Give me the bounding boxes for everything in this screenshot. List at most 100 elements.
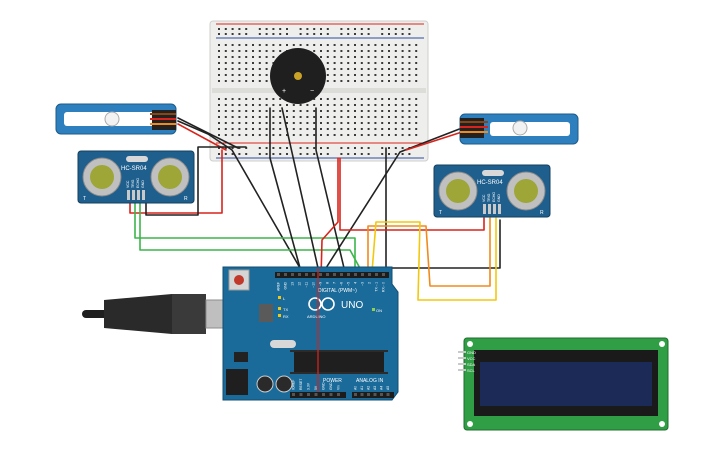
breadboard-hole [388,98,390,100]
power-pin-hole[interactable] [322,393,325,396]
power-pin-hole[interactable] [307,393,310,396]
breadboard-hole [265,44,268,46]
digital-pin-hole[interactable] [375,273,378,276]
breadboard-hole [326,98,329,100]
breadboard-hole [354,80,356,82]
breadboard-hole [272,122,275,124]
digital-pin-label: ~6 [340,282,344,286]
digital-pin-hole[interactable] [291,273,294,276]
breadboard-hole [381,80,384,82]
breadboard-rail-hole [265,147,268,149]
breadboard-rail-hole [272,33,275,35]
breadboard-hole [258,104,261,106]
sensor-left-model-label: HC-SR04 [121,166,147,172]
breadboard-hole [258,116,261,118]
breadboard-rail-hole [279,153,282,155]
power-pin-hole[interactable] [314,393,318,396]
digital-pin-hole[interactable] [382,273,385,276]
breadboard-hole [265,68,268,70]
sensor-pin-label: VCC [482,194,486,202]
analog-pin-hole[interactable] [386,393,390,396]
breadboard-rail-hole [320,147,322,149]
analog-pin-hole[interactable] [380,393,383,396]
breadboard-hole [286,110,288,112]
breadboard-hole [367,44,370,46]
breadboard-hole [286,116,288,118]
digital-pin-hole[interactable] [333,273,336,276]
analog-pin-hole[interactable] [367,393,370,396]
digital-pin-hole[interactable] [361,273,364,276]
wire-black-right-sensor-gnd [385,147,501,269]
breadboard-hole [320,110,322,112]
sensor-left-corner-r: R [184,196,188,202]
breadboard-hole [218,122,220,124]
digital-pin-hole[interactable] [326,273,329,276]
power-header [290,392,346,398]
breadboard-hole [313,128,316,130]
breadboard-rail-hole [286,147,288,149]
digital-pin-hole[interactable] [354,273,357,276]
wire-orange-right-trig [367,217,491,287]
breadboard-hole [224,74,227,76]
sensor-left-mesh-r [158,165,182,189]
breadboard-hole [313,122,316,124]
power-pin-hole[interactable] [292,393,295,396]
digital-pin-hole[interactable] [284,273,287,276]
breadboard-rail-hole [326,153,329,155]
breadboard-hole [306,134,309,136]
breadboard-hole [340,56,343,58]
lcd-pin [458,369,466,371]
digital-pin-hole[interactable] [368,273,371,276]
power-pin-hole[interactable] [329,393,333,396]
reset-button-cap[interactable] [234,275,244,285]
breadboard-hole [354,50,356,52]
breadboard-hole [279,44,282,46]
power-pin-holes [292,393,340,396]
lcd-pin [458,357,466,359]
breadboard-rail-hole [347,28,350,30]
digital-pin-label: ~3 [361,282,365,286]
digital-pin-hole[interactable] [319,273,322,276]
digital-pin-hole[interactable] [347,273,350,276]
breadboard-hole [333,122,336,124]
power-pin-hole[interactable] [299,393,303,396]
breadboard-rail-hole [394,33,397,35]
servo-left-hub [104,111,120,127]
breadboard-hole [388,116,390,118]
digital-pin-label: TX→1 [375,282,379,292]
breadboard-rail-hole [408,153,411,155]
breadboard-rail-hole [286,153,288,155]
usb-plug-grip [172,294,206,334]
digital-pin-hole[interactable] [340,273,343,276]
sensor-pin-label: GND [497,194,501,202]
analog-pin-hole[interactable] [373,393,377,396]
breadboard-rail-hole [388,33,390,35]
breadboard-hole [367,80,370,82]
digital-pin-hole[interactable] [277,273,280,276]
arduino-brand-label: ARDUINO [307,314,325,319]
breadboard-hole [401,74,404,76]
breadboard-hole [360,116,363,118]
breadboard-hole [252,56,254,58]
power-pin-hole[interactable] [337,393,340,396]
breadboard-rail-hole [279,28,282,30]
breadboard-hole [333,104,336,106]
breadboard-hole [408,74,411,76]
analog-pin-hole[interactable] [360,393,364,396]
digital-pin-hole[interactable] [305,273,308,276]
breadboard-rail-hole [306,33,309,35]
tx-led [278,307,281,310]
breadboard-hole [360,104,363,106]
breadboard-hole [313,104,316,106]
analog-pin-hole[interactable] [354,393,357,396]
digital-pin-hole[interactable] [298,273,301,276]
breadboard-rail-hole [367,153,370,155]
breadboard-hole [306,116,309,118]
breadboard-hole [408,44,411,46]
breadboard-hole [415,134,418,136]
digital-pin-label: RX←0 [382,282,386,292]
digital-pin-hole[interactable] [312,273,315,276]
breadboard-hole [279,50,282,52]
chip-socket-top [290,350,388,352]
